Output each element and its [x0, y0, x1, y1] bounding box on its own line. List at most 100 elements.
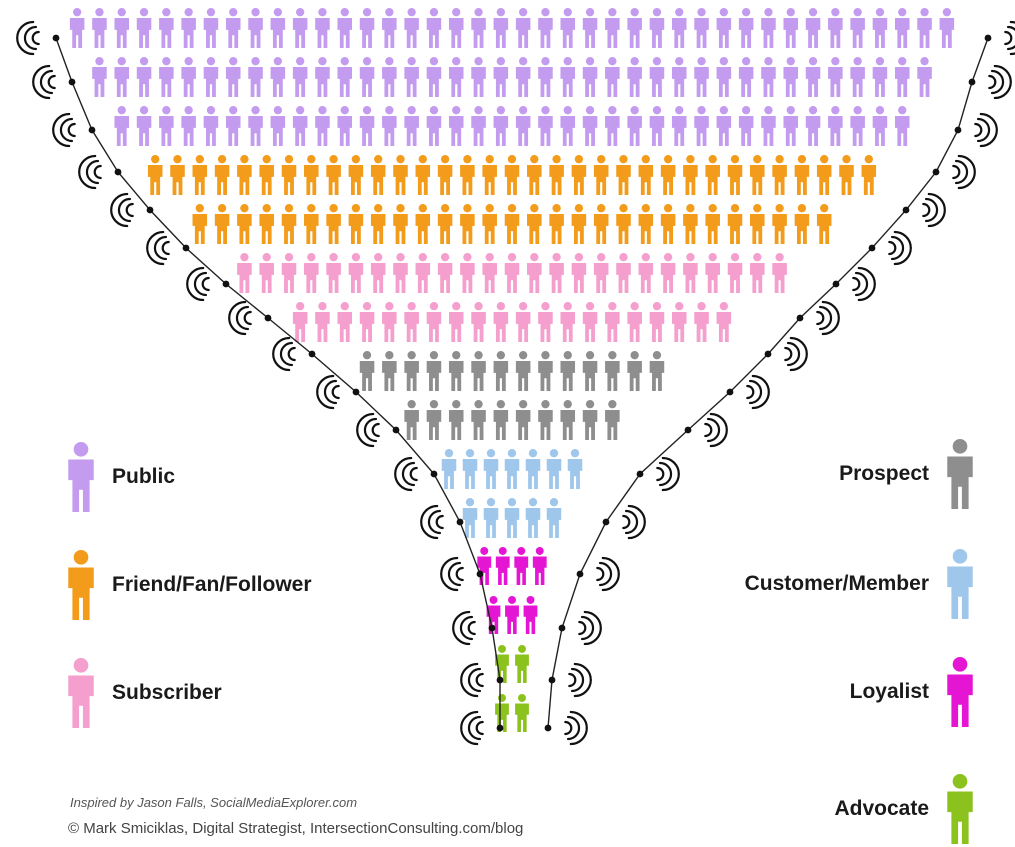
person-public [359, 57, 375, 97]
node-dot [52, 34, 60, 42]
person-customer [546, 498, 562, 538]
person-subscriber [337, 302, 353, 342]
person-subscriber [660, 253, 676, 293]
person-advocate [495, 645, 509, 683]
person-friend [393, 204, 408, 244]
person-public [627, 57, 642, 97]
person-friend [527, 155, 542, 195]
person-friend [281, 155, 297, 195]
person-friend [259, 155, 274, 195]
node-dot [222, 280, 230, 288]
person-public [225, 57, 241, 97]
person-subscriber [304, 253, 319, 293]
person-prospect [382, 351, 397, 391]
person-public [69, 8, 85, 48]
person-public [181, 8, 196, 48]
signal-wave-icon [316, 374, 340, 410]
node-dot [726, 388, 734, 396]
person-public [159, 106, 174, 146]
node-dot [984, 34, 992, 42]
person-prospect [471, 400, 486, 440]
person-customer [483, 498, 499, 538]
node-dot [430, 470, 438, 478]
person-prospect [471, 351, 486, 391]
node-dot [636, 470, 644, 478]
node-dot [796, 314, 804, 322]
node-dot [182, 244, 190, 252]
person-customer [462, 498, 478, 538]
person-public [337, 8, 353, 48]
person-public [649, 106, 665, 146]
person-icon [945, 772, 975, 846]
person-public [671, 8, 687, 48]
person-friend [504, 155, 520, 195]
person-public [582, 106, 598, 146]
funnel-left-edge [55, 37, 501, 728]
person-public [382, 106, 397, 146]
person-prospect [493, 400, 509, 440]
node-dot [264, 314, 272, 322]
person-public [359, 8, 375, 48]
person-friend [705, 155, 720, 195]
person-advocate [515, 645, 529, 683]
node-dot [684, 426, 692, 434]
node-dot [832, 280, 840, 288]
person-public [738, 57, 754, 97]
node-dot [488, 624, 496, 632]
person-public [917, 57, 932, 97]
person-public [828, 57, 843, 97]
node-dot [868, 244, 876, 252]
person-public [850, 57, 865, 97]
person-subscriber [515, 302, 531, 342]
person-prospect [560, 351, 576, 391]
node-dot [548, 676, 556, 684]
person-public [181, 57, 196, 97]
person-friend [504, 204, 520, 244]
legend-label: Public [112, 465, 176, 488]
person-icon [66, 656, 96, 730]
signal-wave-icon [186, 266, 210, 302]
signal-wave-icon [452, 610, 476, 646]
person-public [270, 106, 286, 146]
person-subscriber [259, 253, 274, 293]
person-friend [482, 155, 497, 195]
person-subscriber [393, 253, 408, 293]
node-dot [968, 78, 976, 86]
person-public [917, 8, 932, 48]
person-public [448, 8, 464, 48]
person-friend [237, 204, 252, 244]
legend-subscriber: Subscriber [66, 656, 222, 730]
person-subscriber [549, 253, 564, 293]
person-public [872, 57, 888, 97]
person-friend [593, 155, 609, 195]
person-public [471, 8, 486, 48]
person-friend [794, 204, 810, 244]
person-public [315, 106, 330, 146]
person-subscriber [382, 302, 397, 342]
person-public [448, 106, 464, 146]
person-loyalist [514, 547, 529, 585]
person-subscriber [627, 302, 642, 342]
person-public [783, 8, 799, 48]
signal-wave-icon [974, 112, 998, 148]
person-loyalist [477, 547, 492, 585]
person-friend [549, 204, 564, 244]
signal-wave-icon [32, 64, 56, 100]
signal-wave-icon [564, 710, 588, 746]
person-public [337, 106, 353, 146]
person-public [203, 8, 219, 48]
person-friend [192, 155, 208, 195]
person-friend [772, 155, 787, 195]
person-friend [549, 155, 564, 195]
signal-wave-icon [356, 412, 380, 448]
person-prospect [448, 351, 464, 391]
signal-wave-icon [52, 112, 76, 148]
person-friend [571, 204, 587, 244]
person-public [671, 106, 687, 146]
signal-wave-icon [922, 192, 946, 228]
person-public [894, 106, 910, 146]
signal-wave-icon [460, 710, 484, 746]
person-friend [593, 204, 609, 244]
person-subscriber [326, 253, 341, 293]
person-customer [525, 449, 541, 489]
